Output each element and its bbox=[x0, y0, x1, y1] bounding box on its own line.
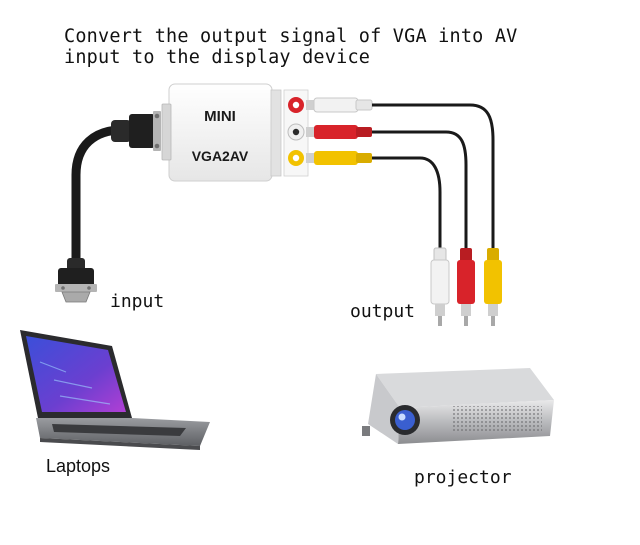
heading-line-1: Convert the output signal of VGA into AV bbox=[64, 26, 518, 47]
vga-cable bbox=[71, 125, 127, 267]
rca-cable-white bbox=[372, 103, 495, 250]
vga-plug-adapter-end bbox=[111, 111, 161, 151]
vga2av-adapter: MINI VGA2AV bbox=[161, 83, 309, 182]
adapter-model-label: VGA2AV bbox=[192, 148, 249, 164]
rca-plugs-adapter-end bbox=[306, 97, 373, 165]
rca-cable-red bbox=[372, 130, 468, 250]
heading-line-2: input to the display device bbox=[64, 47, 371, 68]
input-label: input bbox=[110, 291, 165, 312]
rca-plugs-output-end bbox=[430, 247, 502, 326]
laptops-label: Laptops bbox=[46, 456, 111, 476]
projector-label: projector bbox=[414, 467, 512, 488]
projector-illustration bbox=[362, 368, 554, 444]
output-label: output bbox=[350, 301, 416, 322]
vga-plug-input-end bbox=[55, 258, 97, 303]
diagram-heading: Convert the output signal of VGA into AV… bbox=[64, 26, 518, 68]
adapter-brand-label: MINI bbox=[204, 108, 236, 125]
rca-cable-yellow bbox=[372, 156, 442, 250]
laptop-illustration bbox=[20, 330, 210, 450]
